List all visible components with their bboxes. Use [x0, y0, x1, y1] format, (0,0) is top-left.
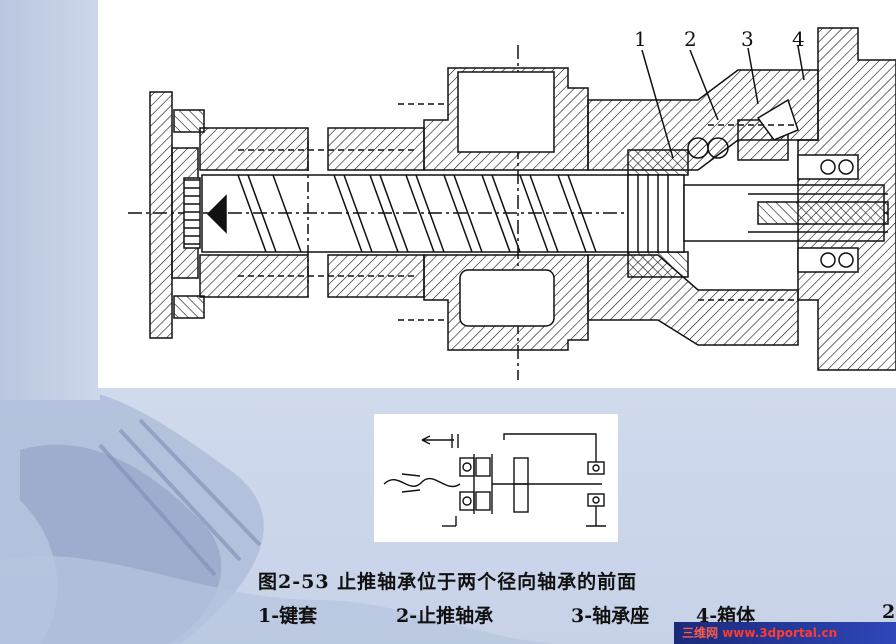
legend-overflow-mark: 2 [882, 601, 896, 623]
part-label-4: 4 [792, 27, 805, 51]
legend-item-1: 1-键套 [258, 605, 318, 627]
watermark-url: www.3dportal.cn [722, 626, 838, 640]
legend-item-2: 2-止推轴承 [396, 605, 494, 627]
part-label-2: 2 [684, 27, 697, 51]
part-label-3: 3 [741, 27, 754, 51]
part-label-1: 1 [634, 27, 647, 51]
figure-caption: 图2-53 止推轴承位于两个径向轴承的前面 [258, 571, 638, 593]
extruder-cross-section: 1 2 3 4 [128, 27, 896, 380]
legend-item-3: 3-轴承座 [571, 605, 650, 627]
cross-section-drawing-panel: 1 2 3 4 [98, 0, 896, 388]
bearing-schematic [383, 433, 606, 527]
watermark-logo: 三维网 [682, 626, 719, 640]
bearing-schematic-panel [374, 414, 618, 542]
left-strip [0, 0, 100, 400]
parts-legend: 1-键套 2-止推轴承 3-轴承座 4-箱体 [258, 601, 755, 628]
site-watermark: 三维网 www.3dportal.cn [674, 622, 896, 644]
legend-item-4: 4-箱体 [696, 605, 756, 627]
